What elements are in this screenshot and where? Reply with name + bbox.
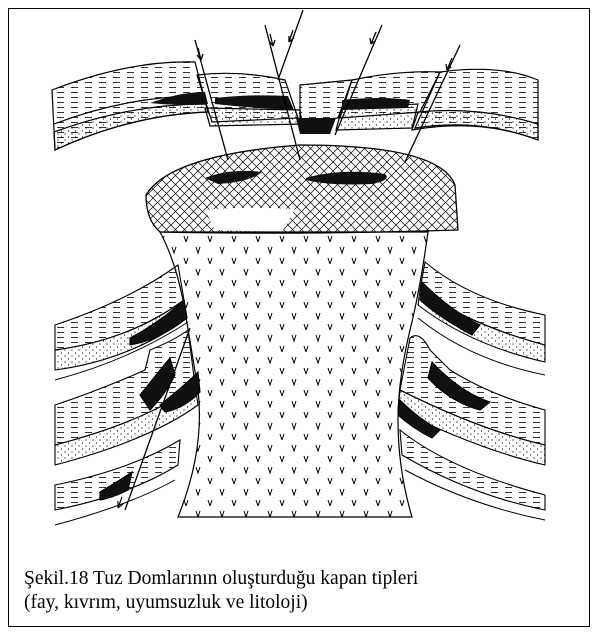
fault-trap-d — [342, 98, 410, 110]
salt-stock — [160, 232, 428, 517]
cap-rock — [146, 145, 458, 233]
figure-caption: Şekil.18 Tuz Domlarının oluşturduğu kapa… — [24, 567, 584, 615]
caption-line-1: Şekil.18 Tuz Domlarının oluşturduğu kapa… — [24, 567, 584, 591]
left-flank-strata — [55, 265, 200, 510]
top-strata — [52, 62, 538, 150]
fault-trap-c — [296, 118, 336, 134]
caption-line-2: (fay, kıvrım, uyumsuzluk ve litoloji) — [24, 591, 584, 615]
right-flank-strata — [398, 262, 545, 510]
fault-3 — [278, 10, 303, 80]
salt-dome-diagram — [0, 0, 600, 560]
